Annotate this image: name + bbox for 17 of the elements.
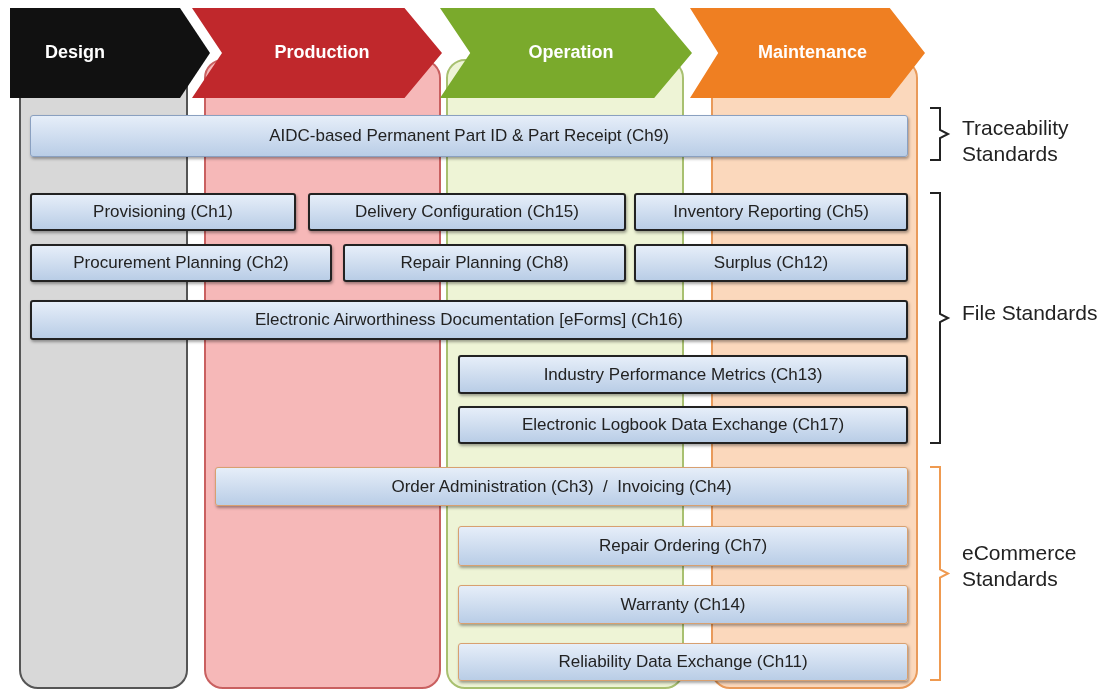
standard-bar: Electronic Logbook Data Exchange (Ch17) bbox=[458, 406, 908, 444]
standard-bar: Provisioning (Ch1) bbox=[30, 193, 296, 231]
standard-bar: Repair Planning (Ch8) bbox=[343, 244, 626, 282]
standard-bar: Repair Ordering (Ch7) bbox=[458, 526, 908, 566]
standard-bar: Reliability Data Exchange (Ch11) bbox=[458, 643, 908, 681]
group-label: Traceability Standards bbox=[962, 115, 1070, 168]
standard-bar: Order Administration (Ch3) / Invoicing (Ch4) bbox=[215, 467, 908, 506]
standard-bar: Surplus (Ch12) bbox=[634, 244, 908, 282]
standard-bar: Delivery Configuration (Ch15) bbox=[308, 193, 626, 231]
group-label: File Standards bbox=[962, 300, 1099, 326]
group-label: eCommerce Standards bbox=[962, 540, 1078, 593]
standard-bar: Inventory Reporting (Ch5) bbox=[634, 193, 908, 231]
standard-bar: Procurement Planning (Ch2) bbox=[30, 244, 332, 282]
standard-bar: Warranty (Ch14) bbox=[458, 585, 908, 624]
standard-bar: Industry Performance Metrics (Ch13) bbox=[458, 355, 908, 394]
standard-bar: AIDC-based Permanent Part ID & Part Receipt (Ch9) bbox=[30, 115, 908, 157]
standard-bar: Electronic Airworthiness Documentation [eForms] (Ch16) bbox=[30, 300, 908, 340]
